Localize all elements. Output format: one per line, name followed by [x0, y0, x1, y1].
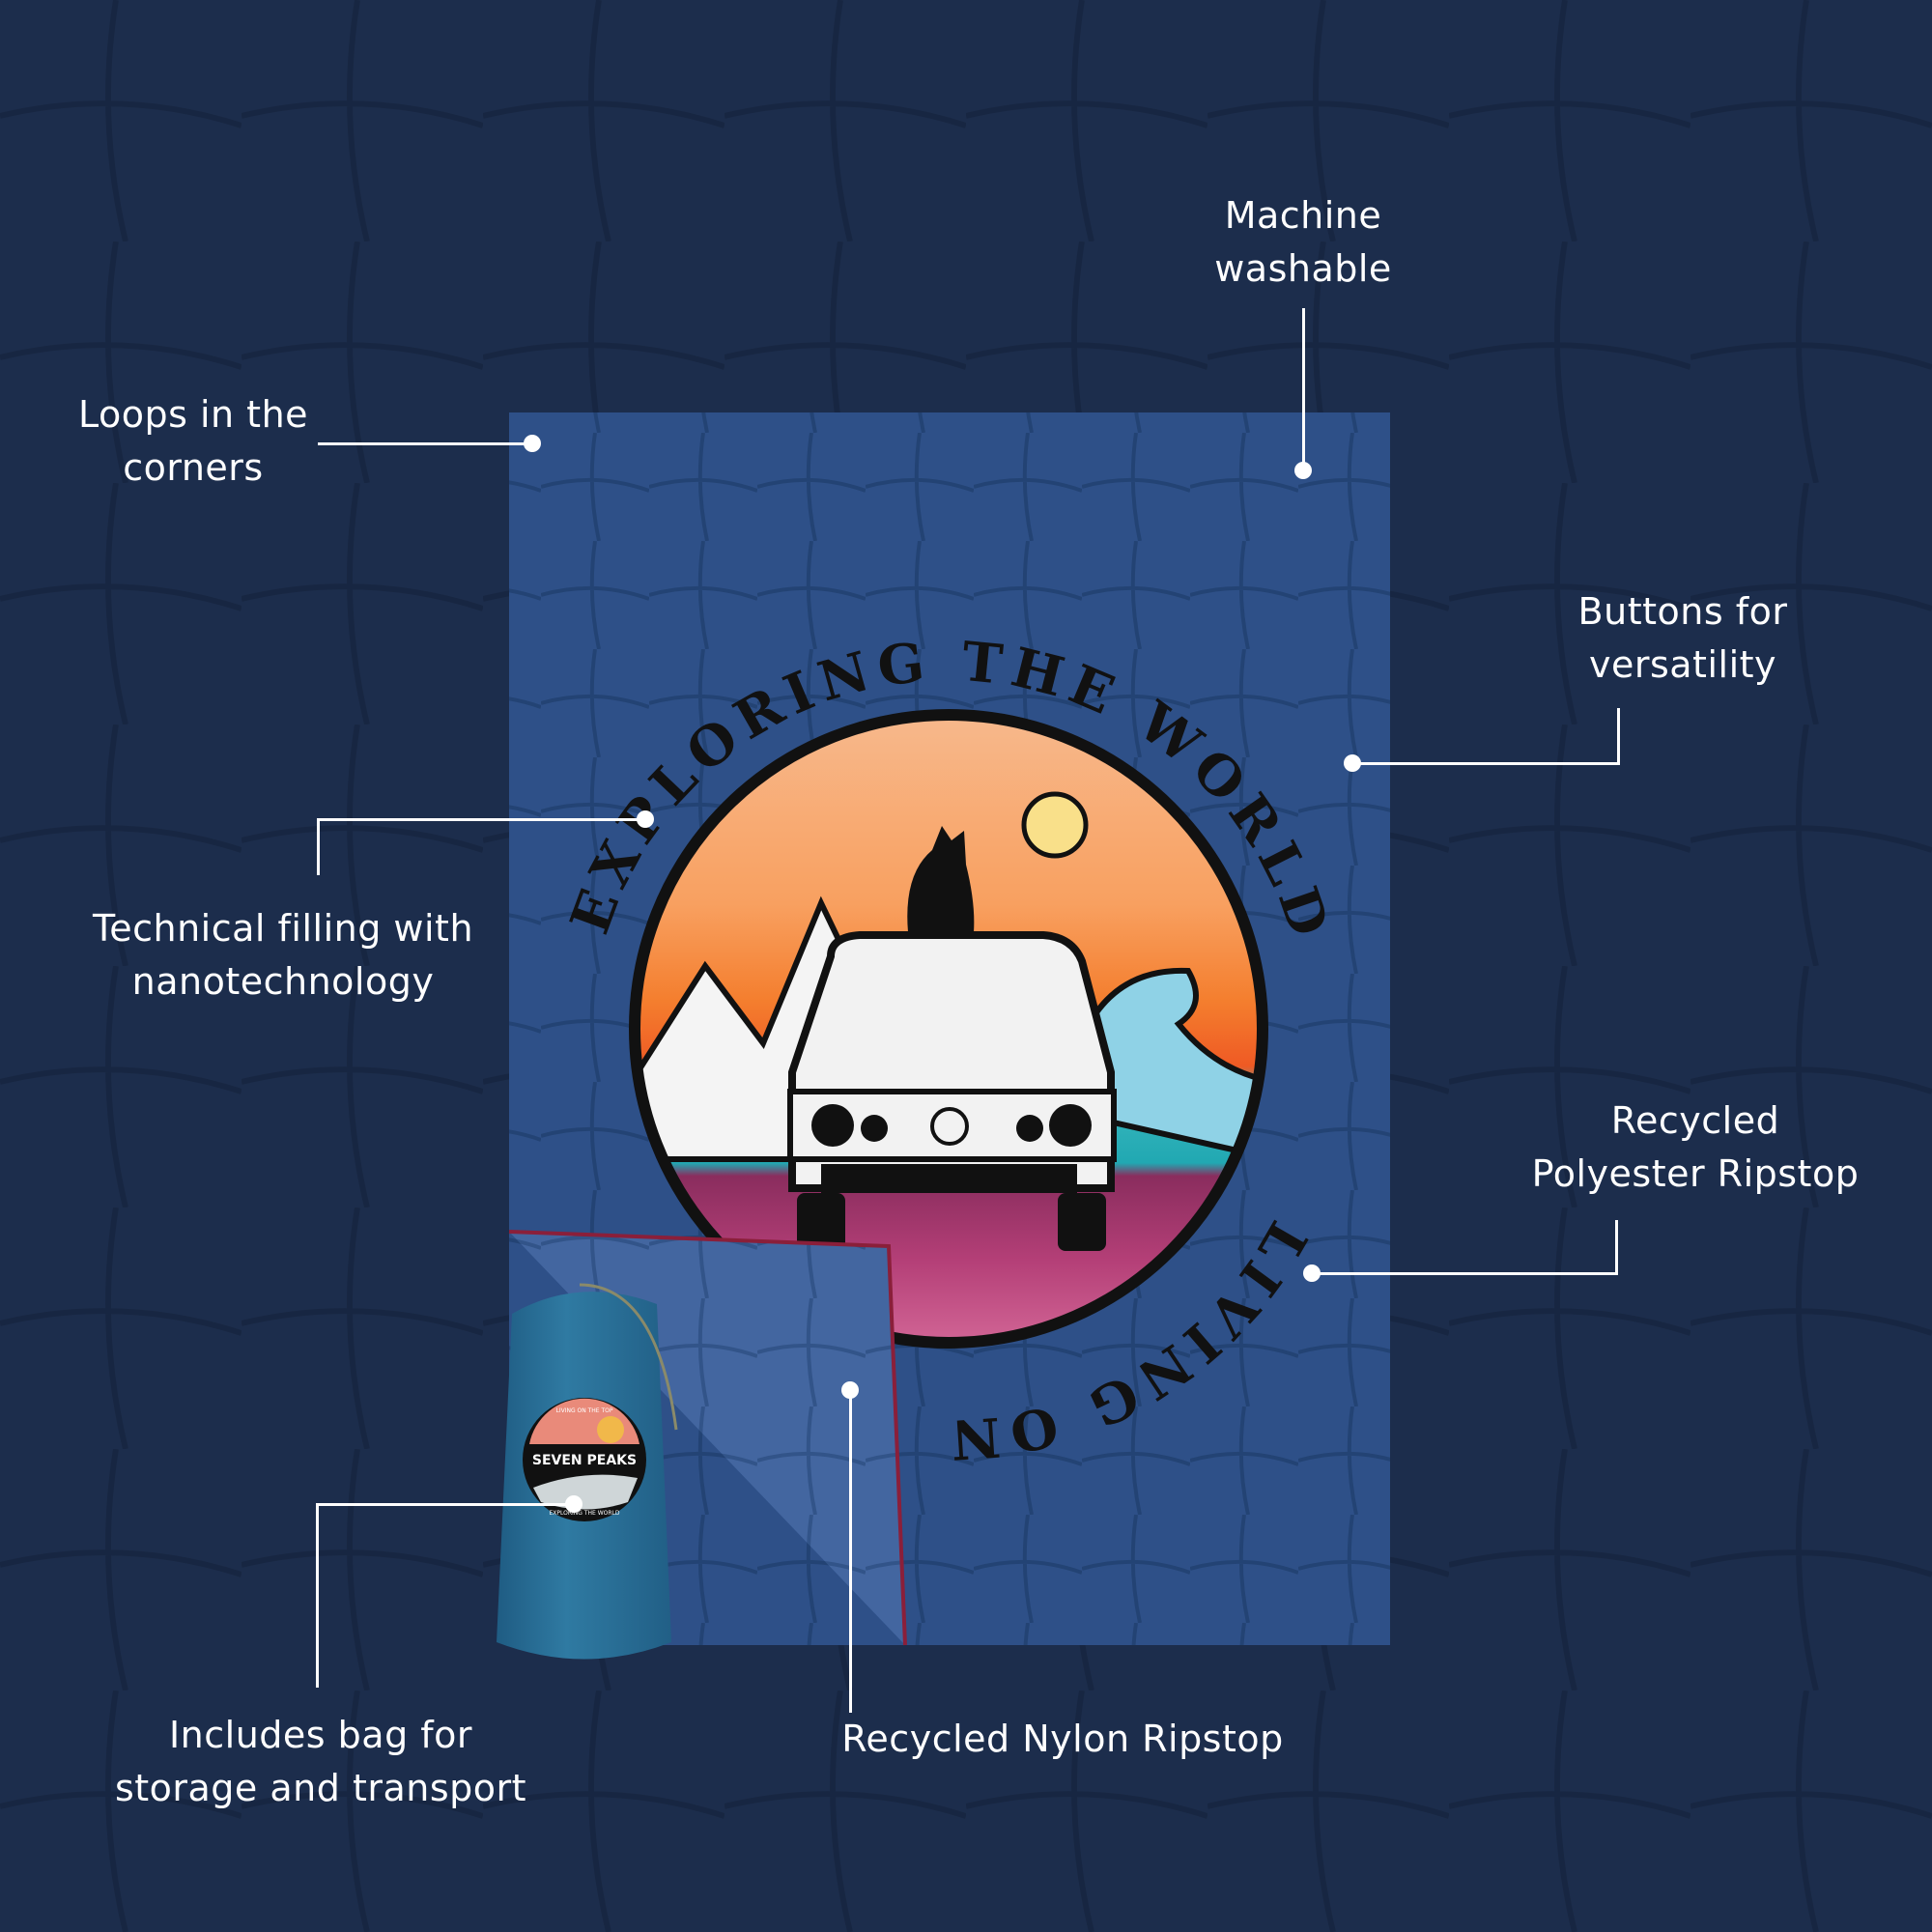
cat-silhouette — [907, 826, 975, 932]
callout-line-1: Machine — [1224, 194, 1382, 237]
callout-line-2: storage and transport — [114, 1767, 527, 1809]
callout-loops: Loops in the corners — [78, 388, 308, 495]
callout-line-1: Includes bag for — [168, 1714, 473, 1756]
callout-line-1: Recycled Nylon Ripstop — [841, 1718, 1284, 1760]
leader-line — [1617, 708, 1620, 764]
callout-machine-washable: Machine washable — [1214, 189, 1392, 296]
callout-line-2: versatility — [1588, 643, 1777, 686]
leader-line — [1615, 1220, 1618, 1274]
leader-line — [849, 1390, 852, 1713]
callout-line-1: Buttons for — [1577, 590, 1788, 633]
badge-top-text: LIVING ON THE TOP — [555, 1407, 612, 1414]
sun-icon — [1021, 791, 1089, 859]
callout-dot — [565, 1495, 582, 1513]
callout-line-2: nanotechnology — [131, 960, 435, 1003]
storage-bag: SEVEN PEAKS LIVING ON THE TOP EXPLORING … — [497, 1283, 678, 1660]
sunset-print — [635, 715, 1263, 1343]
leader-line — [317, 818, 320, 875]
callout-dot — [1294, 462, 1312, 479]
callout-technical-filling: Technical filling with nanotechnology — [93, 902, 473, 1009]
callout-dot — [1344, 754, 1361, 772]
leader-line — [316, 1503, 319, 1688]
leader-line — [1352, 762, 1620, 765]
leader-line — [318, 442, 532, 445]
callout-bag: Includes bag for storage and transport — [115, 1709, 526, 1815]
seven-peaks-badge: SEVEN PEAKS LIVING ON THE TOP EXPLORING … — [523, 1398, 646, 1521]
callout-line-2: Polyester Ripstop — [1531, 1152, 1860, 1195]
leader-line — [316, 1503, 574, 1506]
callout-dot — [841, 1381, 859, 1399]
badge-brand: SEVEN PEAKS — [532, 1453, 637, 1468]
callout-dot — [524, 435, 541, 452]
van — [787, 931, 1117, 1251]
leader-line — [1302, 308, 1305, 470]
callout-line-1: Technical filling with — [92, 907, 474, 950]
badge-bottom-text: EXPLORING THE WORLD — [549, 1510, 619, 1517]
leader-line — [1312, 1272, 1618, 1275]
callout-dot — [637, 810, 654, 828]
callout-line-2: corners — [123, 446, 264, 489]
callout-nylon: Recycled Nylon Ripstop — [841, 1713, 1284, 1766]
callout-line-2: washable — [1214, 247, 1392, 290]
callout-line-1: Recycled — [1610, 1099, 1780, 1142]
callout-polyester: Recycled Polyester Ripstop — [1532, 1094, 1860, 1201]
callout-dot — [1303, 1264, 1321, 1282]
callout-line-1: Loops in the — [77, 393, 309, 436]
callout-buttons: Buttons for versatility — [1578, 585, 1788, 692]
peace-icon — [930, 1107, 969, 1146]
leader-line — [317, 818, 645, 821]
